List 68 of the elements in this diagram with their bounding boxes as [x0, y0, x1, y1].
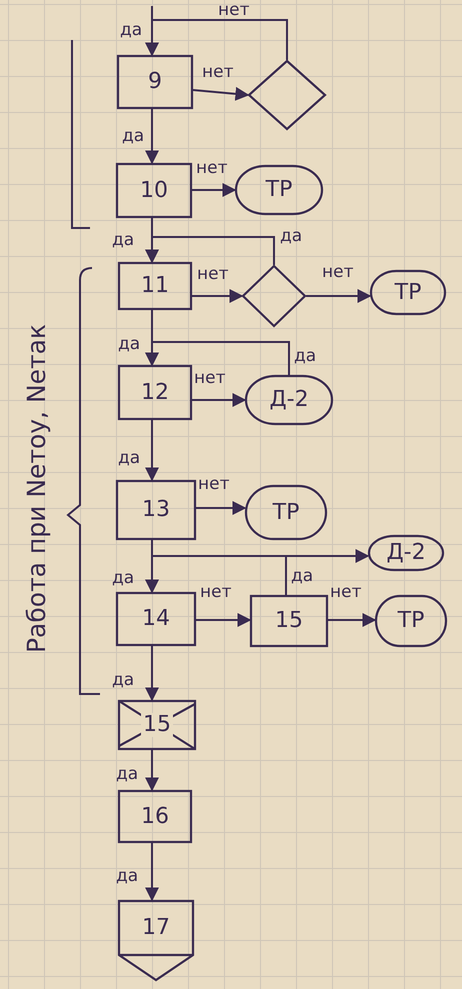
step-label: 12: [141, 382, 169, 404]
arrow: [145, 843, 159, 902]
edge-label: да: [122, 128, 144, 145]
process-box: [116, 163, 192, 218]
arrow: [145, 750, 159, 792]
step-label: 15: [141, 713, 173, 737]
edge-label: да: [112, 672, 134, 689]
arrow: [145, 19, 288, 60]
edge-label: да: [112, 232, 134, 249]
edge-label: да: [118, 450, 140, 467]
process-box: [116, 480, 196, 540]
step-label: ТР: [394, 282, 422, 304]
edge-label: нет: [196, 160, 228, 177]
step-label: ТР: [266, 179, 292, 201]
step-label: 15: [275, 610, 303, 632]
step-label: ТР: [398, 610, 424, 632]
bracket-note: Работа при Nетоу, Nетак: [22, 323, 51, 653]
edge-label: нет: [330, 584, 362, 601]
edge-label: нет: [202, 64, 234, 81]
step-label: ТР: [272, 502, 300, 524]
edge-label: нет: [322, 264, 354, 281]
arrow: [192, 393, 246, 407]
edge-label: да: [112, 570, 134, 587]
process-box: [118, 790, 192, 843]
process-box: [250, 595, 328, 647]
arrow: [145, 555, 287, 595]
arrow: [145, 420, 159, 482]
edge-label: нет: [200, 584, 232, 601]
arrow: [192, 86, 250, 101]
step-label: 13: [142, 499, 170, 521]
edge-label: да: [280, 228, 302, 245]
arrow: [145, 236, 275, 265]
edge-label: нет: [197, 266, 228, 283]
arrow: [196, 613, 252, 627]
step-label: 9: [148, 71, 162, 93]
arrow: [145, 341, 290, 375]
process-box: [118, 365, 192, 420]
decision-diamond: [248, 60, 326, 130]
edge-label: нет: [218, 2, 250, 19]
process-box: [116, 592, 196, 646]
step-label: 11: [141, 275, 169, 297]
arrow: [145, 646, 159, 702]
process-box: [117, 55, 193, 109]
edge-label: да: [294, 348, 316, 365]
step-label: 16: [141, 806, 169, 828]
crossed-out-box: [118, 700, 196, 750]
arrow: [145, 109, 159, 164]
step-label: Д-2: [269, 389, 309, 411]
edge-label: нет: [198, 476, 230, 493]
step-label: 14: [142, 608, 170, 630]
edge-label: да: [116, 766, 138, 783]
edge-label: да: [291, 568, 314, 585]
arrow: [192, 289, 244, 303]
arrow: [192, 183, 236, 197]
off-page-connector: [118, 900, 194, 981]
arrow: [328, 613, 376, 627]
arrow: [285, 549, 370, 595]
decision-diamond: [242, 265, 306, 327]
edge-label: да: [116, 868, 138, 885]
edge-label: нет: [194, 370, 226, 387]
step-label: Д-2: [386, 542, 426, 564]
process-box: [118, 262, 192, 310]
arrow: [196, 501, 246, 515]
edge-label: да: [118, 336, 140, 353]
arrow: [306, 289, 372, 303]
step-label: 10: [140, 180, 168, 202]
step-label: 17: [142, 916, 170, 938]
edge-label: да: [120, 22, 142, 39]
